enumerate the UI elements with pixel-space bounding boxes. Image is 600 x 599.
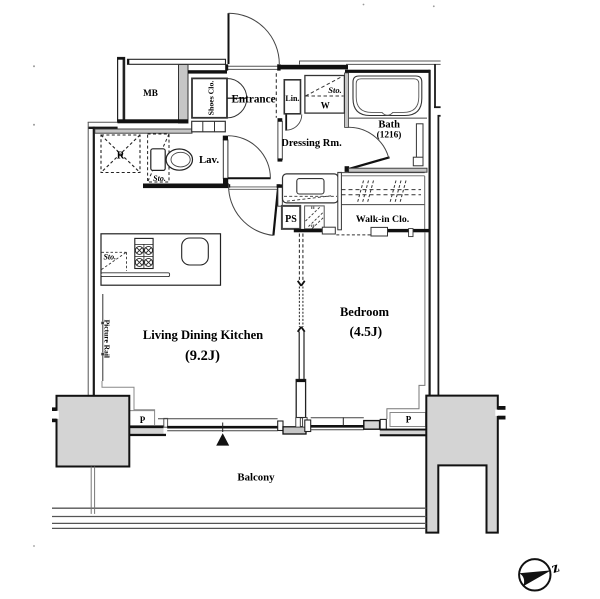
svg-text:R: R xyxy=(117,151,125,162)
svg-text:Living Dining Kitchen: Living Dining Kitchen xyxy=(143,328,263,342)
svg-text:Sto.: Sto. xyxy=(153,174,166,183)
svg-text:z: z xyxy=(550,559,562,577)
svg-text:P: P xyxy=(406,414,412,424)
svg-text:P: P xyxy=(140,415,146,425)
svg-text:PS: PS xyxy=(285,214,297,225)
svg-text:W: W xyxy=(321,101,330,111)
svg-text:MB: MB xyxy=(143,88,158,98)
svg-text:Entrance: Entrance xyxy=(231,94,275,106)
svg-text:Lav.: Lav. xyxy=(199,154,219,166)
svg-text:Picture Rail: Picture Rail xyxy=(103,320,112,358)
svg-text:(4.5J): (4.5J) xyxy=(349,324,382,339)
svg-text:Bedroom: Bedroom xyxy=(340,305,390,319)
svg-text:(9.2J): (9.2J) xyxy=(185,348,220,364)
svg-text:Balcony: Balcony xyxy=(237,471,275,483)
svg-text:Bath: Bath xyxy=(378,120,400,131)
svg-text:Sto.: Sto. xyxy=(328,85,341,95)
svg-text:Sto.: Sto. xyxy=(103,252,116,261)
svg-text:Dressing Rm.: Dressing Rm. xyxy=(281,138,342,149)
svg-text:Lin.: Lin. xyxy=(285,94,299,103)
svg-text:Shoes Clo.: Shoes Clo. xyxy=(206,81,215,116)
svg-text:Walk-in Clo.: Walk-in Clo. xyxy=(356,214,410,225)
svg-text:(1216): (1216) xyxy=(377,130,402,141)
